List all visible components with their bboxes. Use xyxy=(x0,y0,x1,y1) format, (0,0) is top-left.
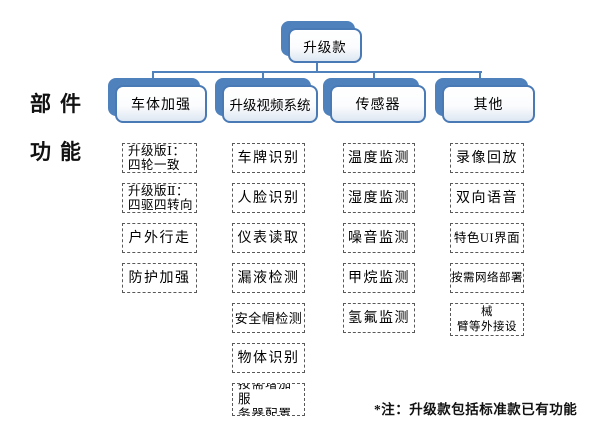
footnote: *注：升级款包括标准款已有功能 xyxy=(374,402,578,417)
connector-branch-stub xyxy=(479,72,481,79)
root-node-label: 升级款 xyxy=(303,39,347,55)
branch-node-label: 车体加强 xyxy=(131,98,191,113)
function-item: 车牌识别 xyxy=(232,143,305,173)
function-item: 氢氟监测 xyxy=(343,303,415,333)
function-item: 温度监测 xyxy=(343,143,415,173)
function-column-video-system: 车牌识别 人脸识别 仪表读取 漏液检测 安全帽检测 物体识别 按需增加服 务器配… xyxy=(232,143,305,416)
function-item: 按需网络部署 xyxy=(450,263,524,293)
function-item: 漏液检测 xyxy=(232,263,305,293)
row-label-parts: 部件 xyxy=(30,92,90,116)
connector-branch-stub xyxy=(262,72,264,79)
function-item: 特色UI界面 xyxy=(450,223,524,253)
function-item: 安全帽检测 xyxy=(232,303,305,333)
function-item: 仪表读取 xyxy=(232,223,305,253)
function-column-body-reinforcement: 升级版Ⅰ： 四轮一致 升级版Ⅱ： 四驱四转向 户外行走 防护加强 xyxy=(122,143,197,293)
branch-node-sensors: 传感器 xyxy=(323,78,426,123)
function-item: 噪音监测 xyxy=(343,223,415,253)
branch-node-label: 传感器 xyxy=(355,98,401,113)
function-item: 录像回放 xyxy=(450,143,524,173)
connector-branch-stub xyxy=(152,72,154,79)
function-column-sensors: 温度监测 湿度监测 噪音监测 甲烷监测 氢氟监测 xyxy=(343,143,415,333)
connector-branch-stub xyxy=(373,72,375,79)
function-item: 升级版Ⅰ： 四轮一致 xyxy=(122,143,197,173)
function-item: 防护加强 xyxy=(122,263,197,293)
connector-horizontal xyxy=(152,71,482,73)
connector-root-stub xyxy=(316,62,318,72)
row-label-functions: 功能 xyxy=(30,140,90,164)
function-item: 支持定制机械 臂等外接设备 xyxy=(450,303,524,336)
function-item: 升级版Ⅱ： 四驱四转向 xyxy=(122,183,197,213)
branch-node-label: 升级视频系统 xyxy=(229,98,311,113)
branch-node-others: 其他 xyxy=(435,78,535,123)
function-item: 按需增加服 务器配置 xyxy=(232,383,305,416)
function-item: 双向语音 xyxy=(450,183,524,213)
function-item: 甲烷监测 xyxy=(343,263,415,293)
branch-node-label: 其他 xyxy=(473,98,504,113)
branch-node-video-system: 升级视频系统 xyxy=(215,78,318,123)
root-node-upgrade-edition: 升级款 xyxy=(281,21,362,63)
branch-node-body-reinforcement: 车体加强 xyxy=(108,78,207,123)
function-column-others: 录像回放 双向语音 特色UI界面 按需网络部署 支持定制机械 臂等外接设备 xyxy=(450,143,524,336)
function-item: 湿度监测 xyxy=(343,183,415,213)
function-item: 物体识别 xyxy=(232,343,305,373)
function-item: 户外行走 xyxy=(122,223,197,253)
function-item: 人脸识别 xyxy=(232,183,305,213)
